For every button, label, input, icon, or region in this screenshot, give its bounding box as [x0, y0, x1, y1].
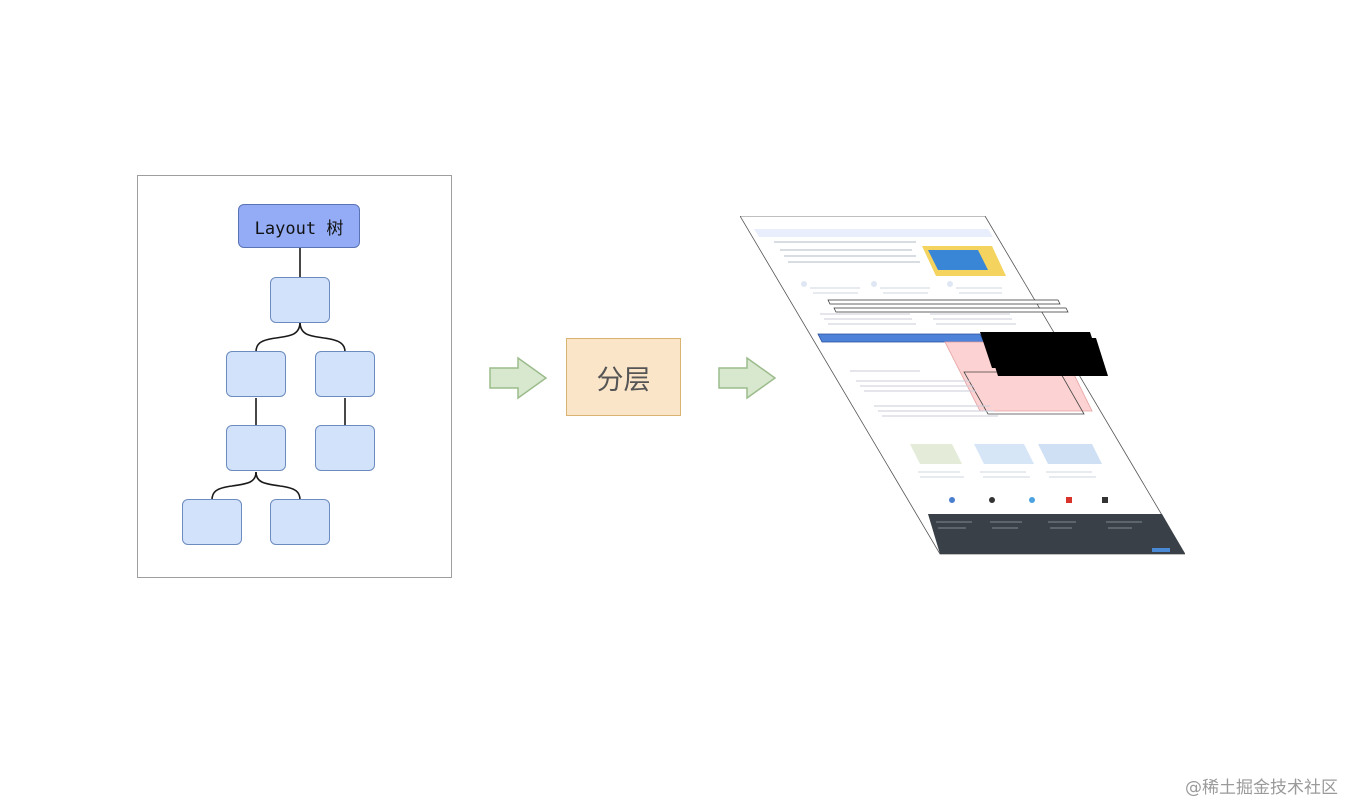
tree-connectors	[211, 248, 346, 501]
arrow-right-icon	[718, 356, 777, 400]
watermark: @稀土掘金技术社区	[1185, 778, 1338, 798]
tree-node	[226, 351, 286, 397]
tree-node	[315, 351, 375, 397]
tree-node	[182, 499, 242, 545]
layered-webpage-illustration	[740, 216, 1185, 555]
arrow-right-icon	[489, 356, 548, 400]
tree-node	[270, 277, 330, 323]
layering-step-box: 分层	[566, 338, 681, 416]
tree-node	[315, 425, 375, 471]
tree-node	[270, 499, 330, 545]
layout-tree-panel: Layout 树	[137, 175, 452, 578]
layout-tree-root: Layout 树	[238, 204, 360, 248]
tree-node	[226, 425, 286, 471]
